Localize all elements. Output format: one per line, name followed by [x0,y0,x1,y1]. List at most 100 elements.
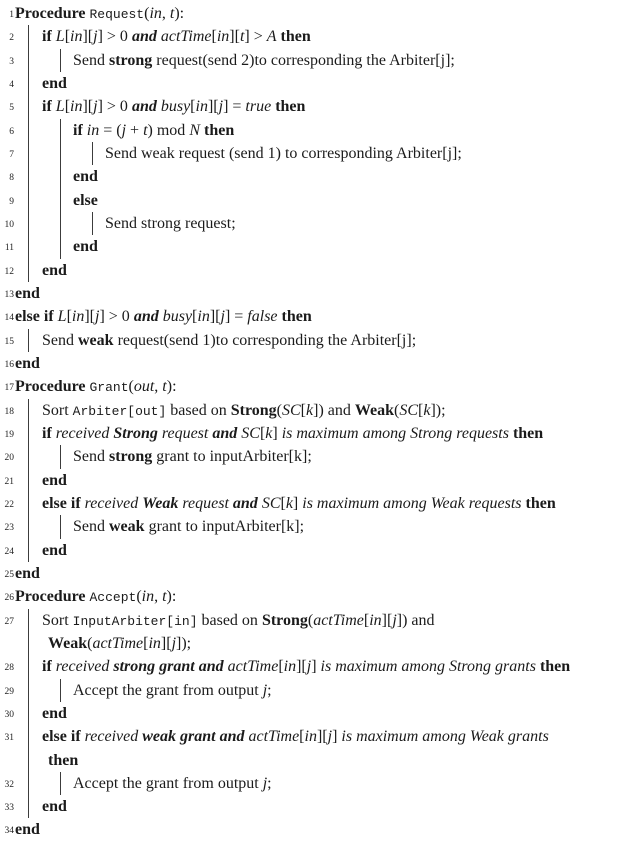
line-number: 29 [4,686,15,697]
line-number: 8 [9,173,14,184]
line-number: 14 [4,313,15,324]
code-text: if in = (j + t) mod N then [73,121,235,139]
code-text: end [15,821,40,839]
line-number: 27 [4,616,15,627]
block-indent-bar [60,771,61,796]
code-text: Send weak request(send 1)to correspondin… [42,331,417,349]
algo-line-19: 19 if received Strong request and SC[k] i… [0,421,623,446]
line-number: 24 [4,546,15,557]
code-text: end [42,261,67,279]
code-text: end [42,74,67,92]
line-number: 19 [4,429,15,440]
line-number: 31 [4,733,15,744]
block-indent-bar [28,795,29,819]
block-indent-bar [28,515,29,539]
code-text: end [15,284,40,302]
line-number: 17 [4,383,15,394]
block-indent-bar [28,631,29,656]
line-number: 6 [9,126,14,137]
algo-line-29: 29 Accept the grant from output j; [0,678,623,702]
algo-line-22: 22 else if received Weak request and SC[k… [0,491,623,516]
code-text: end [73,238,98,256]
block-indent-bar [60,165,61,189]
block-indent-bar [28,538,29,562]
algo-line-31: 31 else if received weak grant and actTim… [0,725,623,749]
code-text: end [42,541,67,559]
algo-line-15: 15 Send weak request(send 1)to correspond… [0,328,623,352]
block-indent-bar [28,118,29,142]
code-text: if received Strong request and SC[k] is … [42,424,544,442]
block-indent-bar [92,211,93,236]
line-number: 32 [4,779,15,790]
code-text: else if L[in][j] > 0 and busy[in][j] = f… [15,308,312,326]
block-indent-bar [92,141,93,166]
code-text: Send weak request (send 1) to correspond… [105,144,462,162]
code-text: else if received weak grant and actTime[… [42,728,549,746]
block-indent-bar [60,515,61,539]
block-indent-bar [28,211,29,236]
line-number: 22 [4,499,15,510]
code-text: Send strong request(send 2)to correspond… [73,51,455,69]
code-text: end [42,471,67,489]
block-indent-bar [28,771,29,796]
code-text: if L[in][j] > 0 and busy[in][j] = true t… [42,98,306,116]
code-text: end [15,354,40,372]
line-number: 20 [4,453,15,464]
code-text: Sort InputArbiter[in] based on Strong(ac… [42,611,435,629]
code-text: else [73,191,98,209]
block-indent-bar [28,421,29,446]
block-indent-bar [28,748,29,772]
line-number: 11 [4,243,14,254]
block-indent-bar [28,71,29,96]
line-number: 18 [4,406,15,417]
line-number: 15 [4,336,15,347]
algo-line-2: 2 if L[in][j] > 0 and actTime[in][t] > A … [0,25,623,49]
code-text: Accept the grant from output j; [73,681,272,699]
block-indent-bar [28,398,29,422]
code-text: end [73,168,98,186]
block-indent-bar [28,701,29,726]
code-text: else if received Weak request and SC[k] … [42,494,556,512]
line-number: 16 [4,359,15,370]
block-indent-bar [28,725,29,749]
algo-line-8: 8 end [0,165,623,189]
code-text: end [42,798,67,816]
line-number: 2 [9,33,14,44]
code-text: Send strong request; [105,214,236,232]
line-number: 10 [4,219,15,230]
block-indent-bar [28,95,29,119]
line-number: 28 [4,663,15,674]
line-number: 12 [4,266,15,277]
block-indent-bar [28,25,29,49]
block-indent-bar [60,678,61,702]
line-number: 26 [4,593,15,604]
line-number: 9 [9,196,14,207]
line-number: 7 [9,149,14,160]
code-text: Procedure Accept(in, t): [15,588,177,606]
code-text: Send weak grant to inputArbiter[k]; [73,518,305,536]
block-indent-bar [28,328,29,352]
line-number: 30 [4,709,15,720]
block-indent-bar [28,188,29,212]
block-indent-bar [28,141,29,166]
code-text: if L[in][j] > 0 and actTime[in][t] > A t… [42,28,311,46]
block-indent-bar [60,118,61,142]
algo-line-10: 10 Send strong request; [0,211,623,236]
algo-line-11: 11 end [0,235,623,259]
block-indent-bar [28,655,29,679]
